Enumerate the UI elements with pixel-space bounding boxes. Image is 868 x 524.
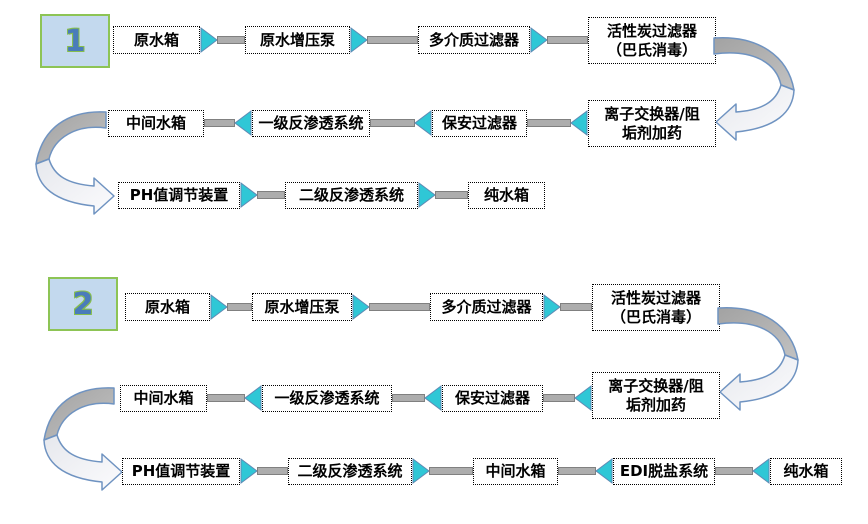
arrow-right-triangle-icon — [240, 182, 258, 208]
connector-line — [547, 36, 588, 44]
flow-connector-left — [204, 110, 252, 136]
arrow-left-triangle-icon — [595, 458, 613, 484]
connector-line — [435, 191, 468, 199]
curved-arrow-down-left-1 — [713, 37, 795, 141]
connector-line — [257, 191, 285, 199]
node-intermediate-tank-2: 中间水箱 — [473, 458, 558, 485]
connector-line — [715, 467, 753, 475]
node-security-filter: 保安过滤器 — [442, 385, 543, 412]
arrow-right-triangle-icon — [412, 458, 430, 484]
connector-line — [560, 303, 592, 311]
flow-connector-right — [543, 294, 592, 320]
flow-connector-left — [715, 458, 770, 484]
node-ph-adjustment: PH值调节装置 — [118, 182, 240, 209]
flow-connector-right — [352, 294, 430, 320]
flow-connector-right — [350, 27, 418, 53]
curved-arrow-down-right-1 — [35, 111, 115, 215]
flow-connector-right — [200, 27, 245, 53]
node-raw-water-booster-pump: 原水增压泵 — [245, 26, 350, 54]
arrow-right-triangle-icon — [543, 294, 561, 320]
node-raw-water-tank: 原水箱 — [125, 293, 210, 321]
node-activated-carbon-filter: 活性炭过滤器 （巴氏消毒） — [588, 17, 716, 64]
arrow-right-triangle-icon — [530, 27, 548, 53]
flow-connector-left — [207, 385, 262, 411]
node-ro-stage2: 二级反渗透系统 — [288, 458, 412, 485]
arrow-right-triangle-icon — [210, 294, 228, 320]
node-ph-adjustment: PH值调节装置 — [122, 458, 240, 485]
node-activated-carbon-filter: 活性炭过滤器 （巴氏消毒） — [592, 284, 720, 331]
node-edi-system: EDI脱盐系统 — [613, 458, 715, 485]
flow-connector-right — [240, 182, 285, 208]
connector-line — [257, 467, 288, 475]
arrow-left-triangle-icon — [244, 385, 262, 411]
connector-line — [370, 119, 415, 127]
flow-connector-right — [412, 458, 473, 484]
diagram-1-badge: 1 — [40, 14, 110, 68]
connector-line — [207, 394, 245, 402]
flow-connector-right — [418, 182, 468, 208]
connector-line — [558, 467, 596, 475]
connector-line — [367, 36, 418, 44]
flow-connector-right — [530, 27, 588, 53]
node-pure-water-tank: 纯水箱 — [468, 182, 545, 209]
flow-connector-right — [240, 458, 288, 484]
curved-arrow-down-left-2 — [717, 307, 799, 411]
arrow-left-triangle-icon — [574, 385, 592, 411]
arrow-right-triangle-icon — [350, 27, 368, 53]
arrow-left-triangle-icon — [570, 110, 588, 136]
flow-connector-left — [558, 458, 613, 484]
diagram-2-badge: 2 — [48, 277, 118, 331]
node-ion-exchanger: 离子交换器/阻 垢剂加药 — [588, 100, 716, 147]
flow-connector-left — [527, 110, 588, 136]
node-ro-stage1: 一级反渗透系统 — [262, 385, 392, 412]
arrow-left-triangle-icon — [414, 110, 432, 136]
arrow-left-triangle-icon — [752, 458, 770, 484]
arrow-left-triangle-icon — [424, 385, 442, 411]
flow-connector-left — [392, 385, 442, 411]
node-ro-stage2: 二级反渗透系统 — [285, 182, 418, 209]
node-multimedia-filter: 多介质过滤器 — [430, 293, 543, 321]
node-security-filter: 保安过滤器 — [432, 110, 527, 137]
node-intermediate-tank: 中间水箱 — [120, 385, 207, 412]
connector-line — [392, 394, 425, 402]
arrow-right-triangle-icon — [240, 458, 258, 484]
connector-line — [369, 303, 430, 311]
arrow-right-triangle-icon — [418, 182, 436, 208]
node-raw-water-tank: 原水箱 — [113, 26, 200, 54]
arrow-right-triangle-icon — [352, 294, 370, 320]
connector-line — [204, 119, 235, 127]
flow-connector-right — [210, 294, 252, 320]
connector-line — [217, 36, 245, 44]
node-ro-stage1: 一级反渗透系统 — [252, 110, 370, 137]
flow-connector-left — [543, 385, 592, 411]
node-pure-water-tank: 纯水箱 — [770, 458, 842, 485]
curved-arrow-down-right-2 — [43, 387, 123, 491]
node-multimedia-filter: 多介质过滤器 — [418, 26, 530, 54]
connector-line — [227, 303, 252, 311]
node-raw-water-booster-pump: 原水增压泵 — [252, 293, 352, 321]
arrow-right-triangle-icon — [200, 27, 218, 53]
connector-line — [429, 467, 473, 475]
node-intermediate-tank: 中间水箱 — [108, 110, 204, 137]
node-ion-exchanger: 离子交换器/阻 垢剂加药 — [592, 372, 720, 419]
arrow-left-triangle-icon — [234, 110, 252, 136]
connector-line — [527, 119, 571, 127]
flow-connector-left — [370, 110, 432, 136]
connector-line — [543, 394, 575, 402]
